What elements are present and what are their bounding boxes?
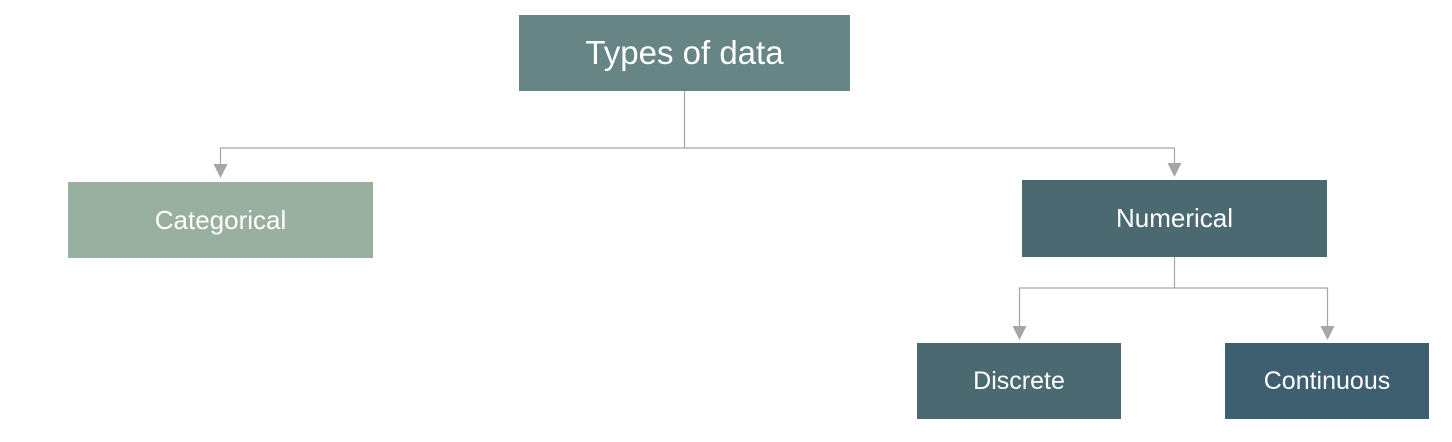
node-numerical: Numerical xyxy=(1022,180,1327,257)
arrowhead-discrete xyxy=(1012,326,1027,340)
node-label: Numerical xyxy=(1115,203,1234,233)
node-label: Continuous xyxy=(1263,366,1391,395)
connector-root-to-categorical xyxy=(219,91,686,165)
node-discrete: Discrete xyxy=(917,343,1121,419)
connector-root-to-numerical xyxy=(684,147,1176,164)
node-label: Categorical xyxy=(154,204,287,235)
arrowhead-continuous xyxy=(1320,326,1335,340)
node-categorical: Categorical xyxy=(68,182,373,258)
connector-numerical-to-continuous xyxy=(1174,287,1329,327)
node-types-of-data: Types of data xyxy=(519,15,850,91)
node-continuous: Continuous xyxy=(1225,343,1429,419)
arrowhead-numerical xyxy=(1167,163,1182,177)
connector-numerical-to-discrete xyxy=(1018,257,1176,327)
arrowhead-categorical xyxy=(213,164,228,178)
node-label: Types of data xyxy=(585,34,784,71)
node-label: Discrete xyxy=(973,366,1065,395)
